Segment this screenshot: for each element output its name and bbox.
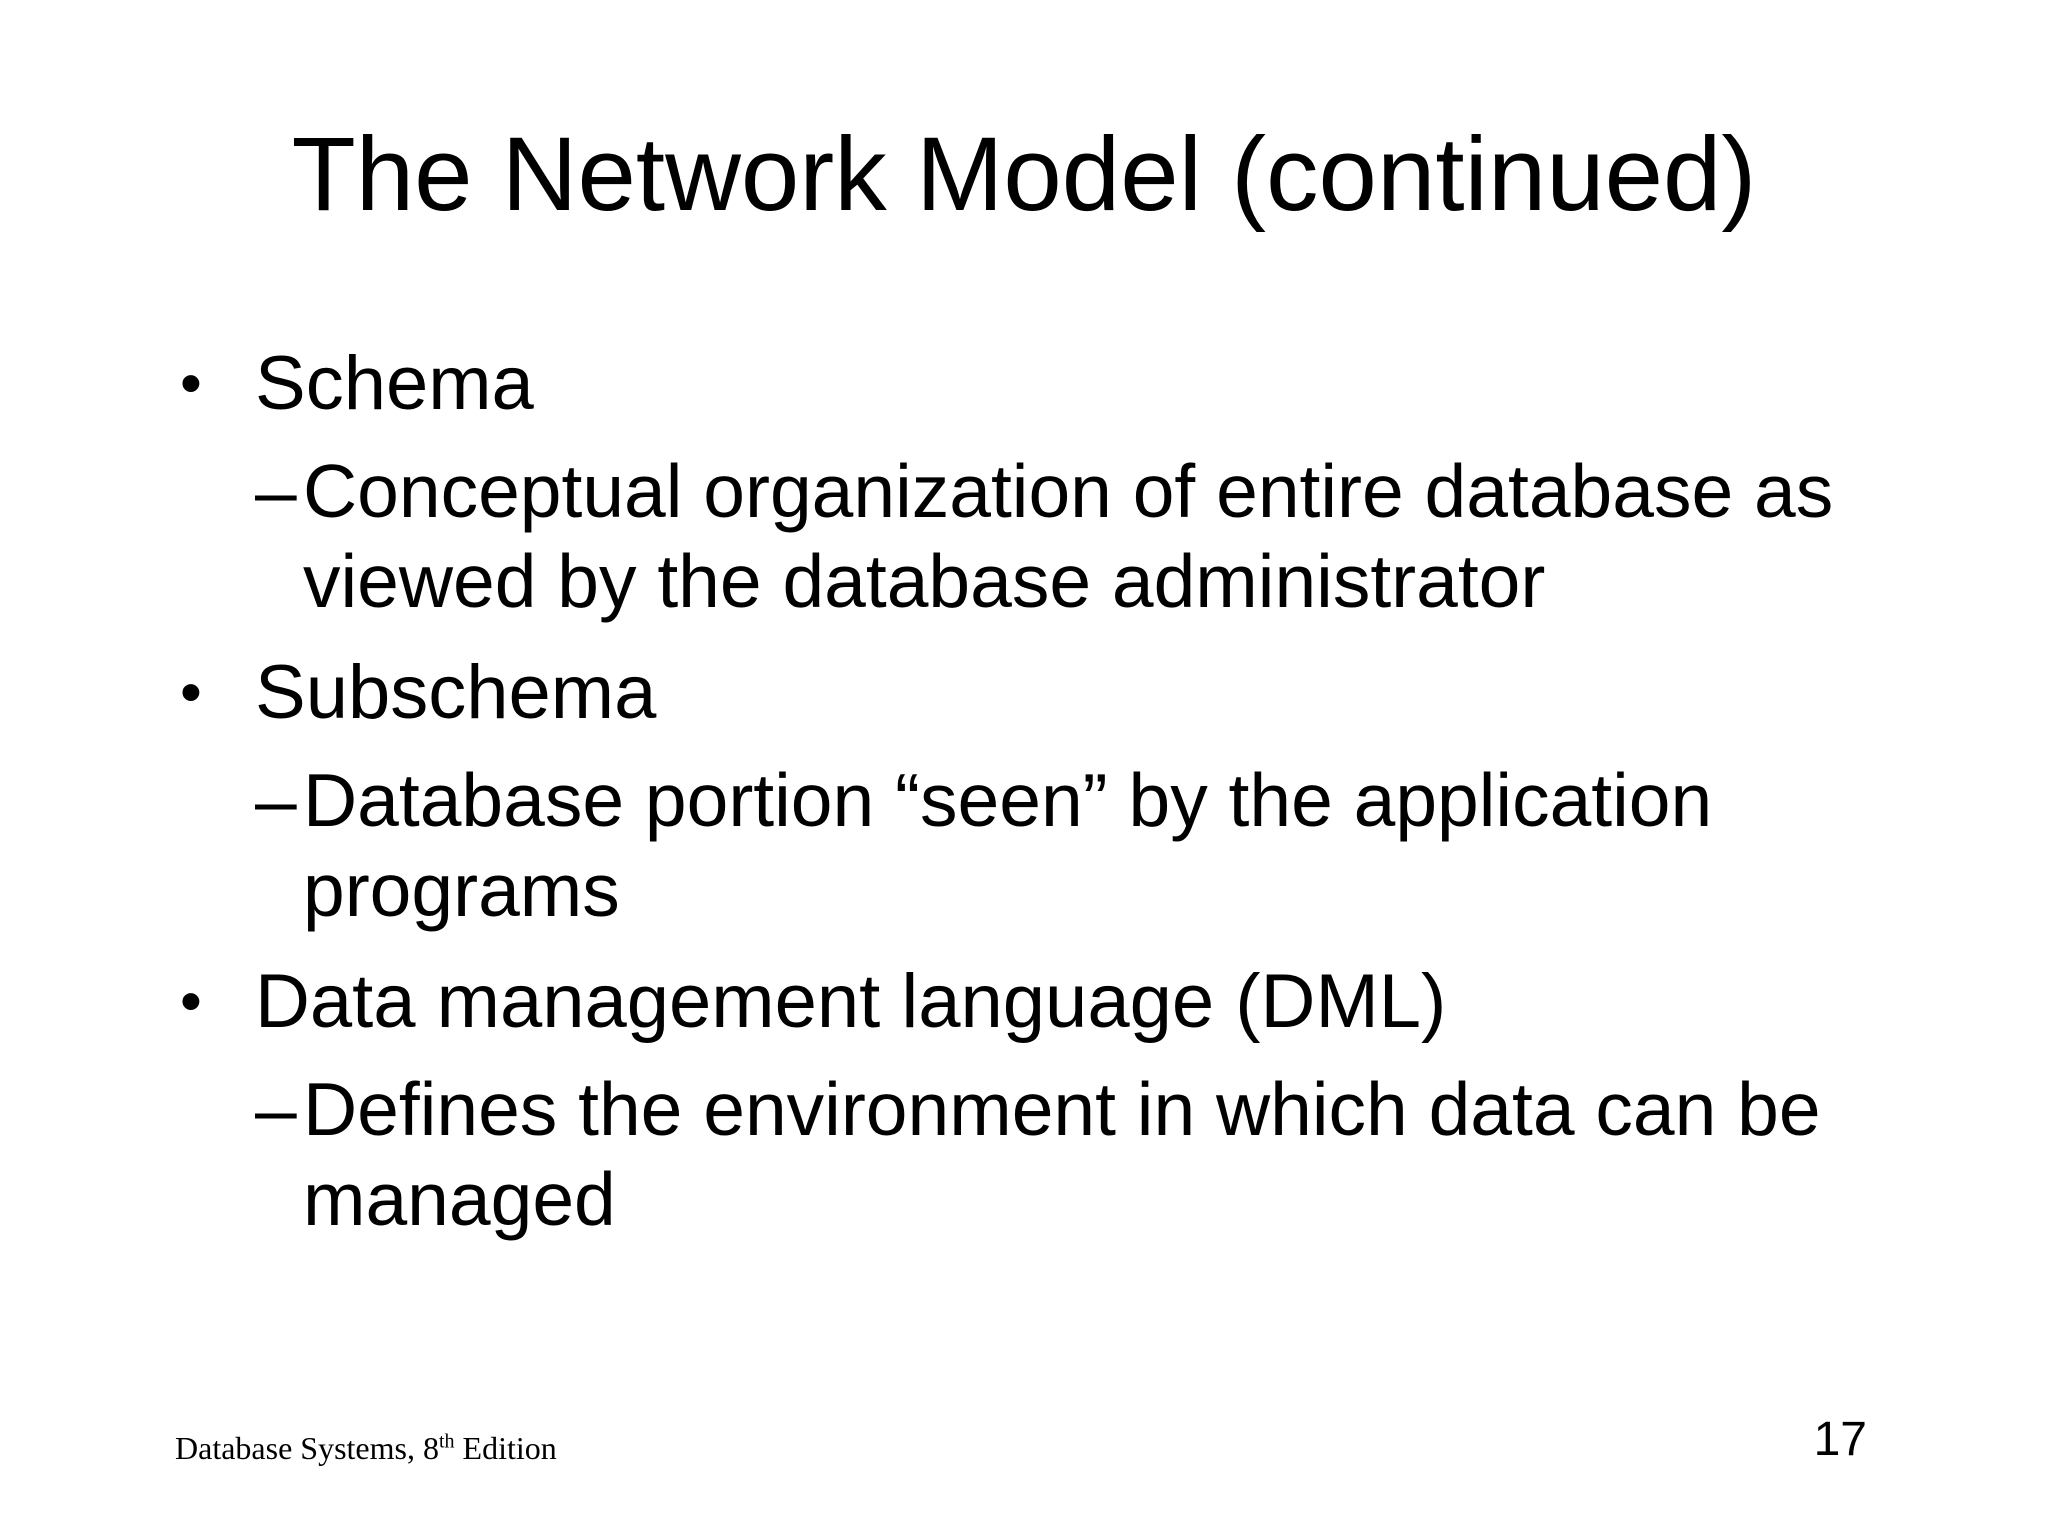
- bullet-dot-icon: •: [180, 967, 202, 1036]
- bullet-label: Subschema: [255, 650, 657, 735]
- bullet-dot-icon: •: [180, 658, 202, 727]
- sub-bullet-item: – Defines the environment in which data …: [255, 1064, 1880, 1244]
- sub-bullet-text: Conceptual organization of entire databa…: [303, 449, 1834, 623]
- sub-bullet-text: Defines the environment in which data ca…: [303, 1067, 1821, 1241]
- bullet-list: • Schema – Conceptual organization of en…: [180, 329, 1880, 1244]
- footer-superscript: th: [438, 1430, 455, 1453]
- dash-icon: –: [255, 1067, 297, 1151]
- footer-prefix: Database Systems, 8: [175, 1430, 439, 1466]
- bullet-item-dml: • Data management language (DML): [180, 947, 1880, 1057]
- bullet-item-subschema: • Subschema: [180, 638, 1880, 748]
- bullet-label: Schema: [255, 341, 534, 426]
- sub-bullet-item: – Database portion “seen” by the applica…: [255, 755, 1880, 935]
- bullet-label: Data management language (DML): [255, 959, 1447, 1044]
- dash-icon: –: [255, 449, 297, 533]
- bullet-item-schema: • Schema: [180, 329, 1880, 439]
- sub-bullet-item: – Conceptual organization of entire data…: [255, 446, 1880, 626]
- dash-icon: –: [255, 758, 297, 842]
- bullet-dot-icon: •: [180, 349, 202, 418]
- page-number: 17: [1813, 1413, 1867, 1466]
- footer-suffix: Edition: [454, 1430, 557, 1466]
- sub-bullet-text: Database portion “seen” by the applicati…: [303, 758, 1713, 932]
- footer-text: Database Systems, 8th Edition: [175, 1428, 557, 1468]
- slide-title: The Network Model (continued): [291, 116, 1757, 233]
